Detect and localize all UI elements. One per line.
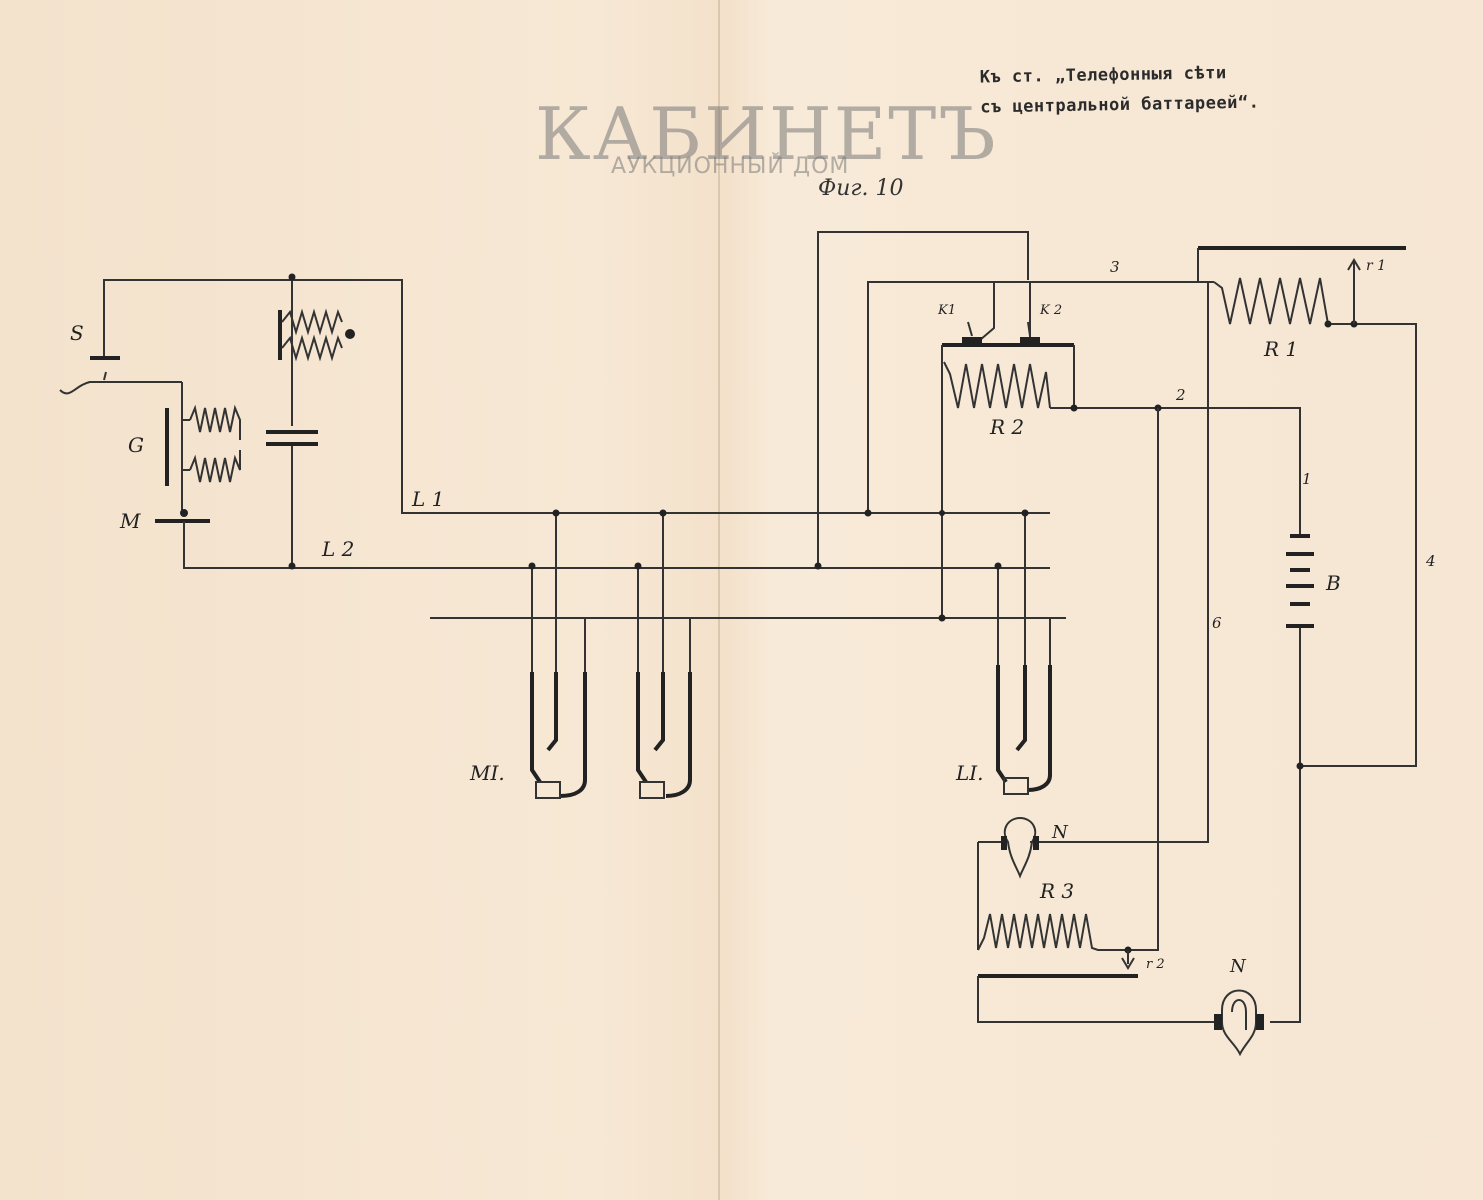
- lamp-n-lower: [1221, 989, 1257, 1057]
- label-wire-1: 1: [1302, 470, 1312, 488]
- jack-group-mi-1: [528, 509, 587, 799]
- label-r2-small: r 2: [1146, 957, 1165, 972]
- label-li: LI.: [955, 761, 984, 785]
- label-k1: K1: [937, 303, 956, 318]
- auction-watermark: КАБИНЕТЪ АУКЦИОННЫЙ ДОМ: [535, 92, 996, 192]
- watermark-main: КАБИНЕТЪ: [535, 92, 998, 176]
- label-l2: L 2: [321, 537, 354, 561]
- label-r1: R 1: [1263, 337, 1298, 361]
- label-m: M: [119, 509, 141, 533]
- label-r1-small: r 1: [1366, 258, 1386, 274]
- label-wire-2: 2: [1175, 386, 1186, 404]
- label-mi: MI.: [469, 761, 505, 785]
- relay-coil-upper: [281, 308, 343, 336]
- label-wire-6: 6: [1212, 614, 1222, 632]
- lamp-n-upper: [1003, 816, 1037, 879]
- central-station: [814, 231, 1417, 1057]
- coil-r1: [1213, 277, 1329, 325]
- page-fold: [718, 0, 720, 1200]
- hook-lever: [59, 381, 182, 395]
- relay-coil-lower: [281, 334, 343, 362]
- coil-r2: [943, 361, 1051, 409]
- label-k2: K 2: [1039, 303, 1062, 318]
- jack-group-mi-2: [634, 509, 692, 799]
- label-b: B: [1325, 571, 1341, 595]
- label-l1: L 1: [411, 487, 444, 511]
- jack-group-li: [994, 509, 1052, 795]
- bell-coil-upper: [189, 404, 241, 440]
- subscriber-station: [59, 273, 1050, 570]
- figure-caption: Фиг. 10: [818, 176, 904, 201]
- label-r3: R 3: [1039, 879, 1074, 903]
- bell-coil-lower: [189, 450, 241, 483]
- label-s: S: [70, 321, 84, 345]
- label-g: G: [128, 433, 144, 457]
- label-n-lower: N: [1229, 956, 1247, 977]
- label-wire-4: 4: [1425, 552, 1436, 570]
- label-r2: R 2: [989, 415, 1024, 439]
- label-n-upper: N: [1051, 822, 1069, 843]
- label-wire-3: 3: [1110, 258, 1120, 276]
- watermark-sub: АУКЦИОННЫЙ ДОМ: [611, 154, 850, 179]
- coil-r3: [977, 913, 1128, 951]
